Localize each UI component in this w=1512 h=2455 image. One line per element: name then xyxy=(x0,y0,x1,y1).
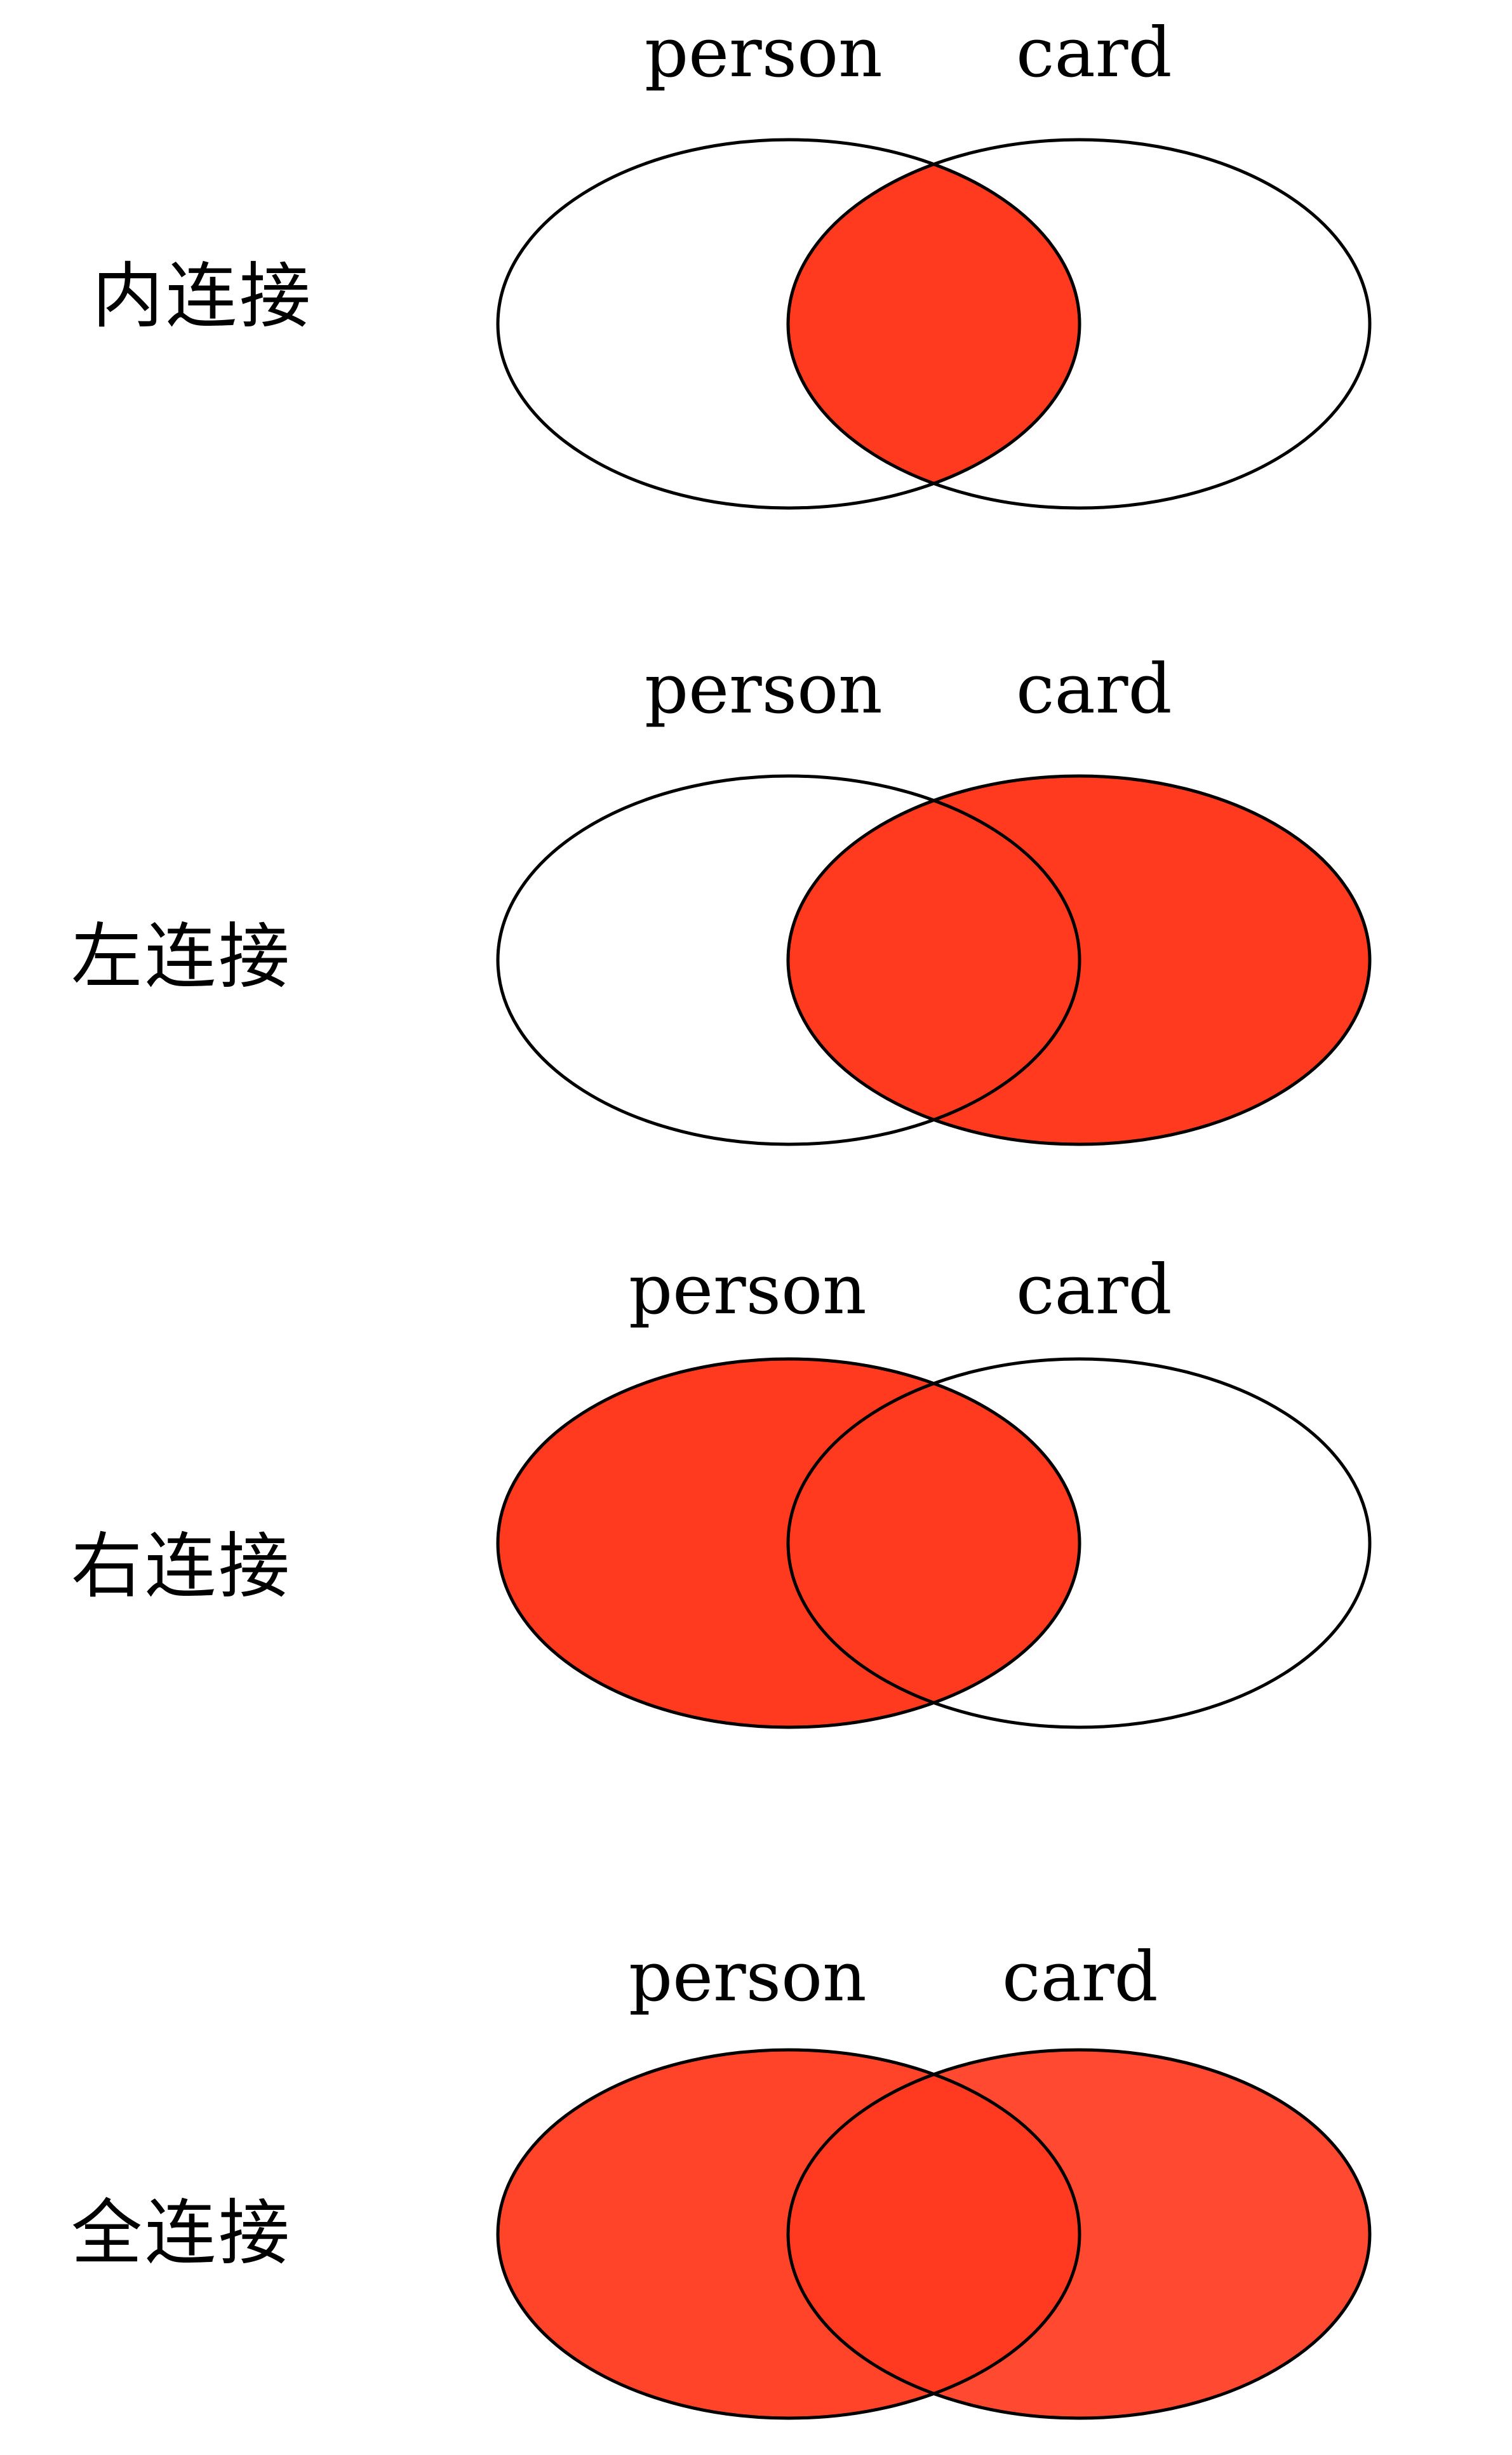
full-join-title: 全连接 xyxy=(71,2192,292,2275)
person-label: person xyxy=(645,13,883,93)
card-ellipse xyxy=(786,1357,1372,1729)
person-ellipse xyxy=(496,2048,1081,2420)
right-join-row: 右连接 person card xyxy=(71,1250,1372,1729)
full-join-row: 全连接 person card xyxy=(71,1937,1372,2420)
inner-join-title: 内连接 xyxy=(92,255,313,338)
card-ellipse xyxy=(786,138,1372,510)
left-join-title: 左连接 xyxy=(71,916,292,998)
card-ellipse xyxy=(786,774,1372,1146)
person-ellipse xyxy=(496,138,1081,510)
card-label: card xyxy=(1016,650,1172,729)
person-label: person xyxy=(629,1937,867,2017)
person-ellipse xyxy=(496,774,1081,1146)
card-label: card xyxy=(1016,1250,1172,1330)
right-join-title: 右连接 xyxy=(71,1525,292,1608)
card-ellipse xyxy=(786,2048,1372,2420)
person-ellipse xyxy=(496,1357,1081,1729)
card-label: card xyxy=(1002,1937,1158,2017)
person-label: person xyxy=(645,650,883,729)
card-label: card xyxy=(1016,13,1172,93)
person-label: person xyxy=(629,1250,867,1330)
left-join-row: 左连接 person card xyxy=(71,650,1372,1146)
inner-join-row: 内连接 person card xyxy=(92,13,1372,510)
